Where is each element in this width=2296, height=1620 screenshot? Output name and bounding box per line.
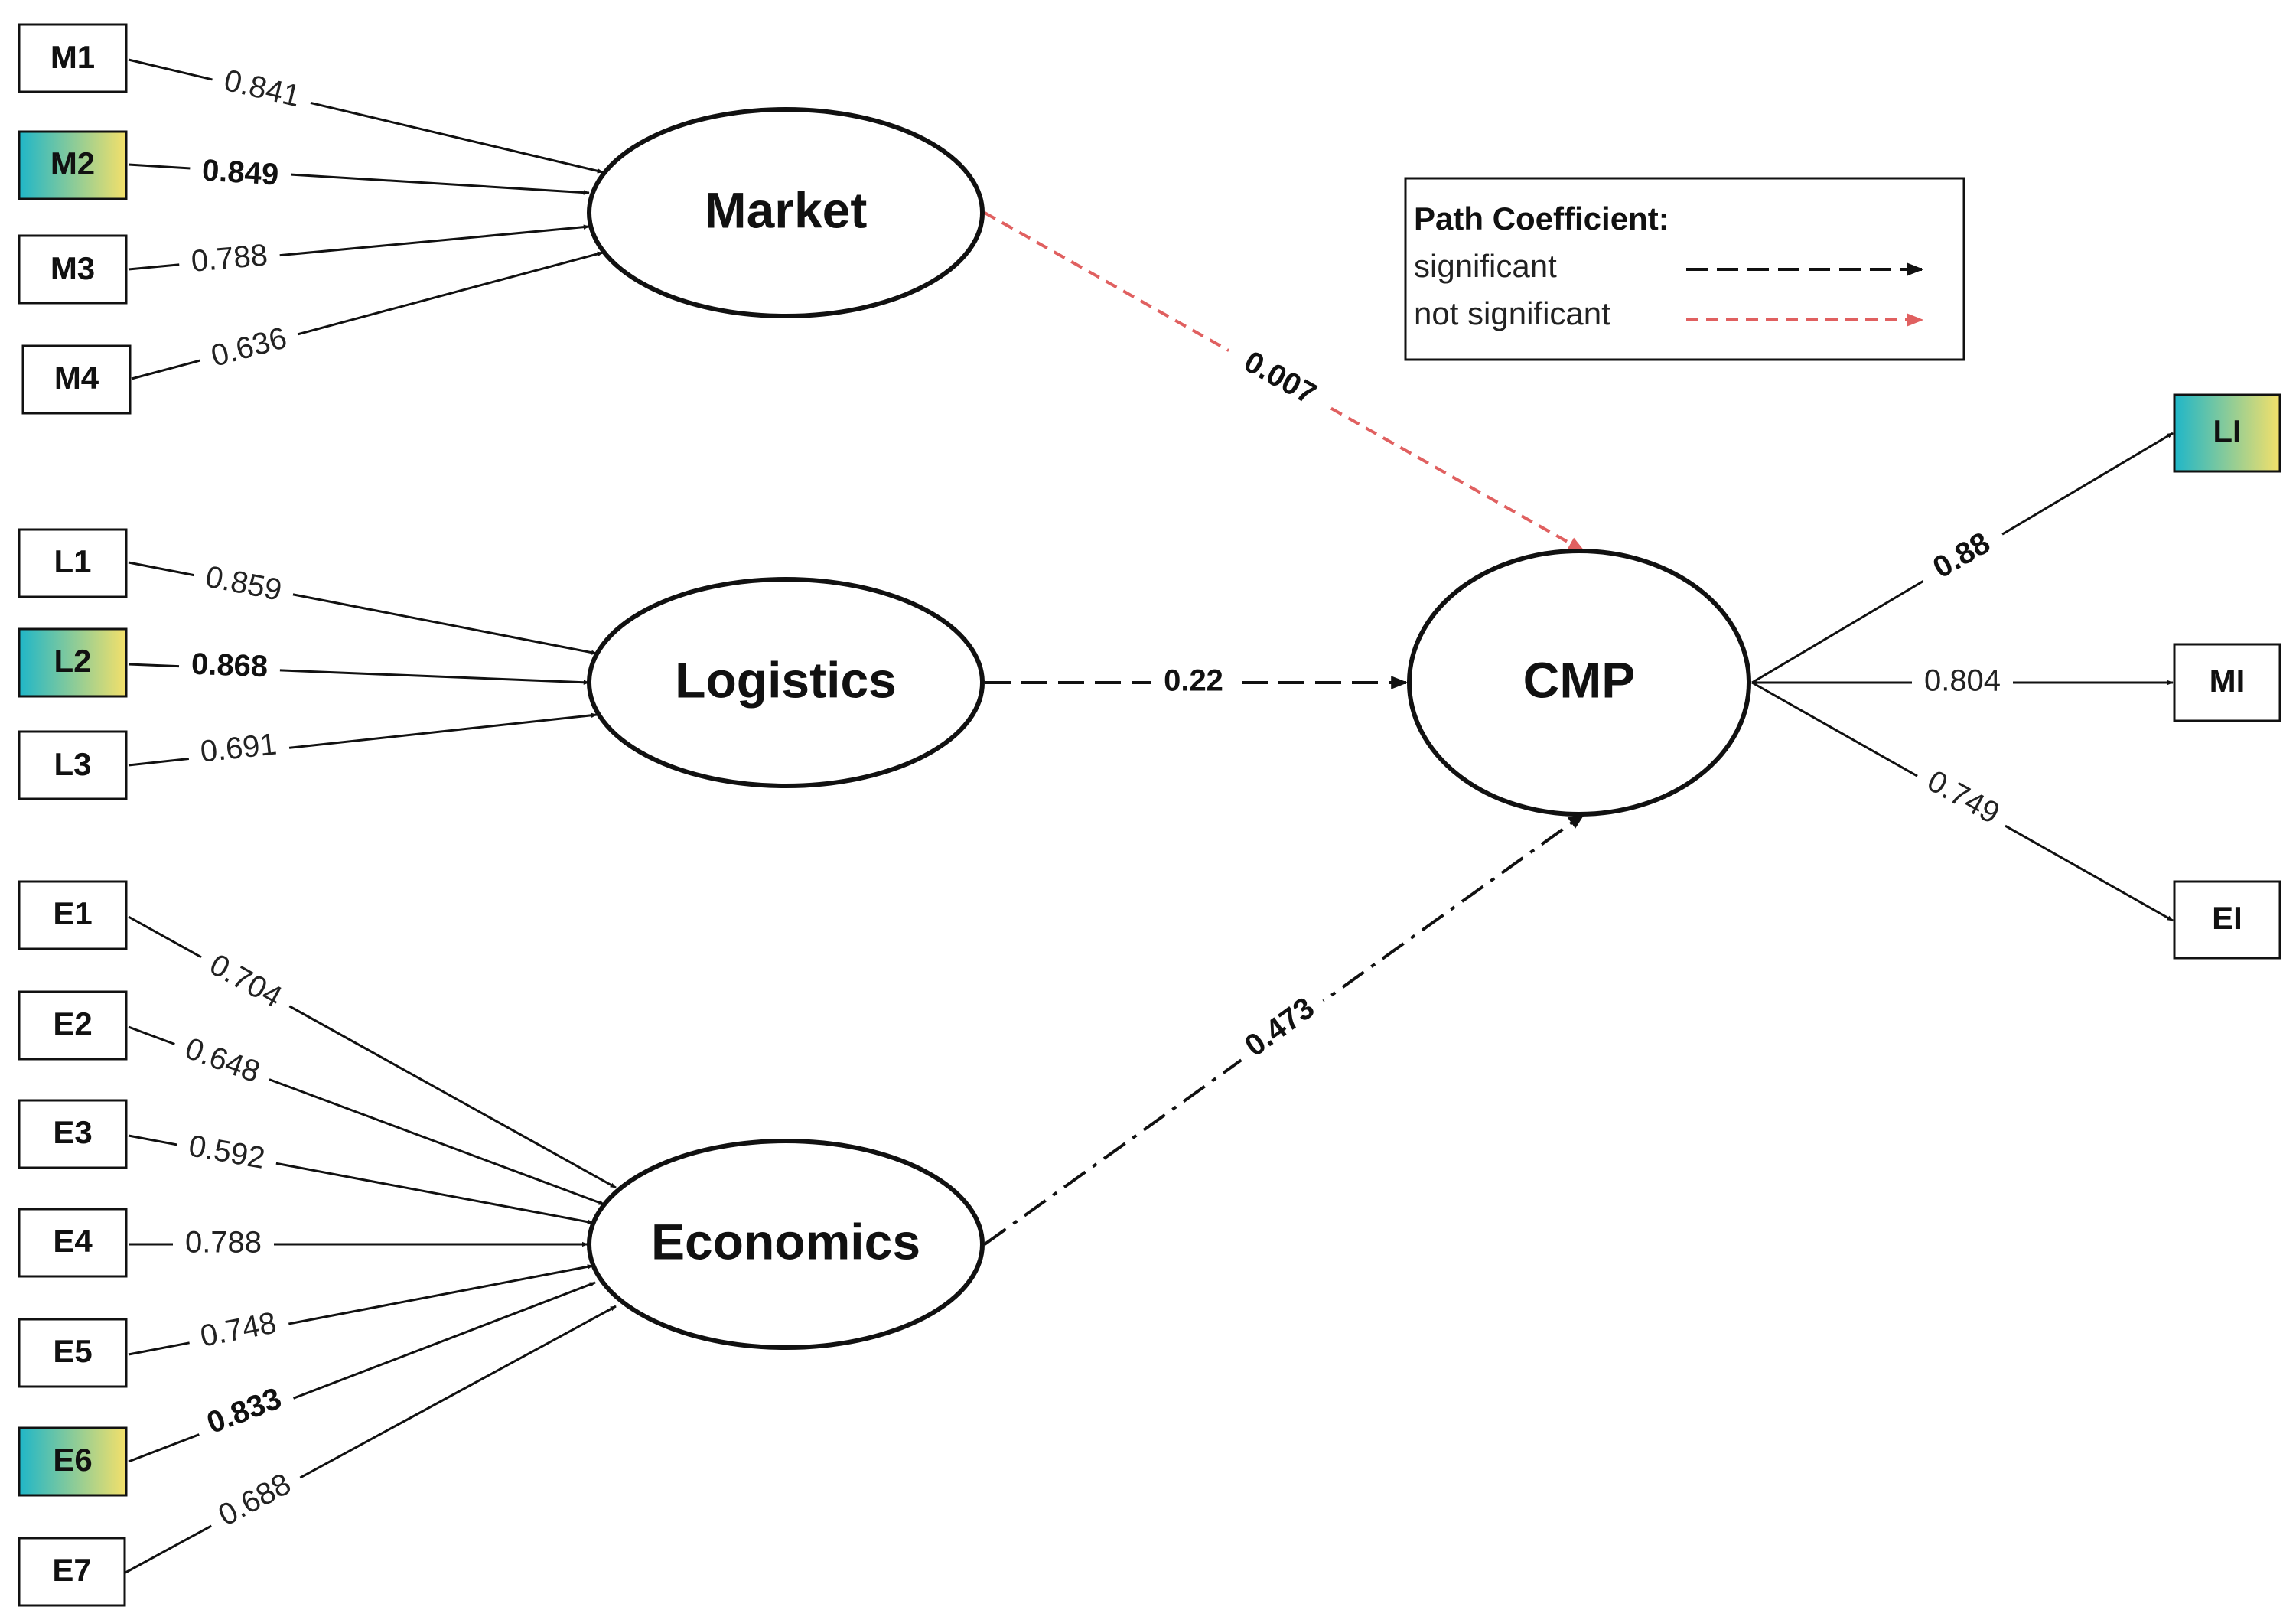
loading-line-e7 xyxy=(125,1305,617,1574)
latent-economics-label: Economics xyxy=(651,1213,920,1270)
indicator-m3: M3 xyxy=(18,234,128,305)
svg-text:MI: MI xyxy=(2210,663,2246,699)
path-labels: 0.007 0.22 0.473 xyxy=(1151,332,1341,1074)
indicator-e5: E5 xyxy=(18,1318,128,1388)
latent-logistics: Logistics xyxy=(587,577,985,788)
indicator-l3: L3 xyxy=(18,730,128,800)
indicator-li: LI xyxy=(2173,393,2281,473)
latent-market: Market xyxy=(587,107,985,318)
indicator-mi: MI xyxy=(2173,643,2281,722)
legend: Path Coefficient: significant not signif… xyxy=(1404,177,1965,361)
loading-label-e4: 0.788 xyxy=(185,1226,262,1260)
svg-text:M1: M1 xyxy=(50,39,95,75)
indicator-e1: E1 xyxy=(18,880,128,950)
svg-text:EI: EI xyxy=(2212,900,2242,936)
loading-label-l1: 0.859 xyxy=(203,559,285,607)
svg-text:L2: L2 xyxy=(54,643,91,679)
indicator-e6: E6 xyxy=(18,1426,128,1497)
indicator-ei: EI xyxy=(2173,880,2281,960)
svg-text:E4: E4 xyxy=(53,1223,93,1259)
svg-text:E2: E2 xyxy=(53,1006,92,1041)
loading-label-m3: 0.788 xyxy=(190,238,269,279)
indicator-e4: E4 xyxy=(18,1208,128,1278)
path-label-logistics-cmp: 0.22 xyxy=(1164,664,1223,698)
svg-text:E3: E3 xyxy=(53,1114,92,1150)
latent-cmp-label: CMP xyxy=(1523,651,1636,708)
latent-economics: Economics xyxy=(587,1139,985,1350)
svg-text:E1: E1 xyxy=(53,895,92,931)
svg-text:L3: L3 xyxy=(54,746,91,782)
svg-text:M2: M2 xyxy=(50,145,95,181)
latent-cmp: CMP xyxy=(1407,549,1751,817)
latent-logistics-label: Logistics xyxy=(675,651,897,708)
loading-label-l3: 0.691 xyxy=(199,727,278,768)
loading-label-mi: 0.804 xyxy=(1924,664,2001,698)
loading-label-m2: 0.849 xyxy=(201,154,280,192)
indicator-boxes: M1 M2 M3 M4 L1 L2 L3 E1 xyxy=(18,23,2281,1607)
svg-text:LI: LI xyxy=(2213,413,2241,449)
legend-title: Path Coefficient: xyxy=(1414,200,1669,236)
indicator-e7: E7 xyxy=(18,1537,126,1607)
loading-label-e7: 0.688 xyxy=(213,1467,296,1533)
latent-constructs: Market Logistics Economics CMP xyxy=(587,107,1751,1350)
loading-label-l2: 0.868 xyxy=(191,647,269,683)
svg-text:E6: E6 xyxy=(53,1442,92,1478)
loading-line-m1 xyxy=(128,58,604,174)
indicator-e3: E3 xyxy=(18,1099,128,1169)
indicator-l1: L1 xyxy=(18,528,128,598)
loading-labels: 0.841 0.849 0.788 0.636 0.859 0.868 0.69… xyxy=(168,59,2017,1542)
latent-market-label: Market xyxy=(705,181,868,238)
indicator-m1: M1 xyxy=(18,23,128,93)
loading-label-ei: 0.749 xyxy=(1922,764,2005,830)
indicator-e2: E2 xyxy=(18,990,128,1061)
svg-text:M4: M4 xyxy=(54,360,99,396)
indicator-l2: L2 xyxy=(18,627,128,698)
loading-label-e5: 0.748 xyxy=(197,1305,279,1353)
legend-significant-label: significant xyxy=(1414,248,1557,284)
legend-not-significant-label: not significant xyxy=(1414,295,1610,331)
svg-text:M3: M3 xyxy=(50,250,95,286)
svg-text:L1: L1 xyxy=(54,543,91,579)
svg-text:E7: E7 xyxy=(52,1552,91,1588)
loading-label-e3: 0.592 xyxy=(186,1129,267,1175)
svg-text:E5: E5 xyxy=(53,1333,92,1369)
indicator-m4: M4 xyxy=(21,344,132,415)
indicator-m2: M2 xyxy=(18,130,128,200)
loading-label-e1: 0.704 xyxy=(204,947,288,1014)
